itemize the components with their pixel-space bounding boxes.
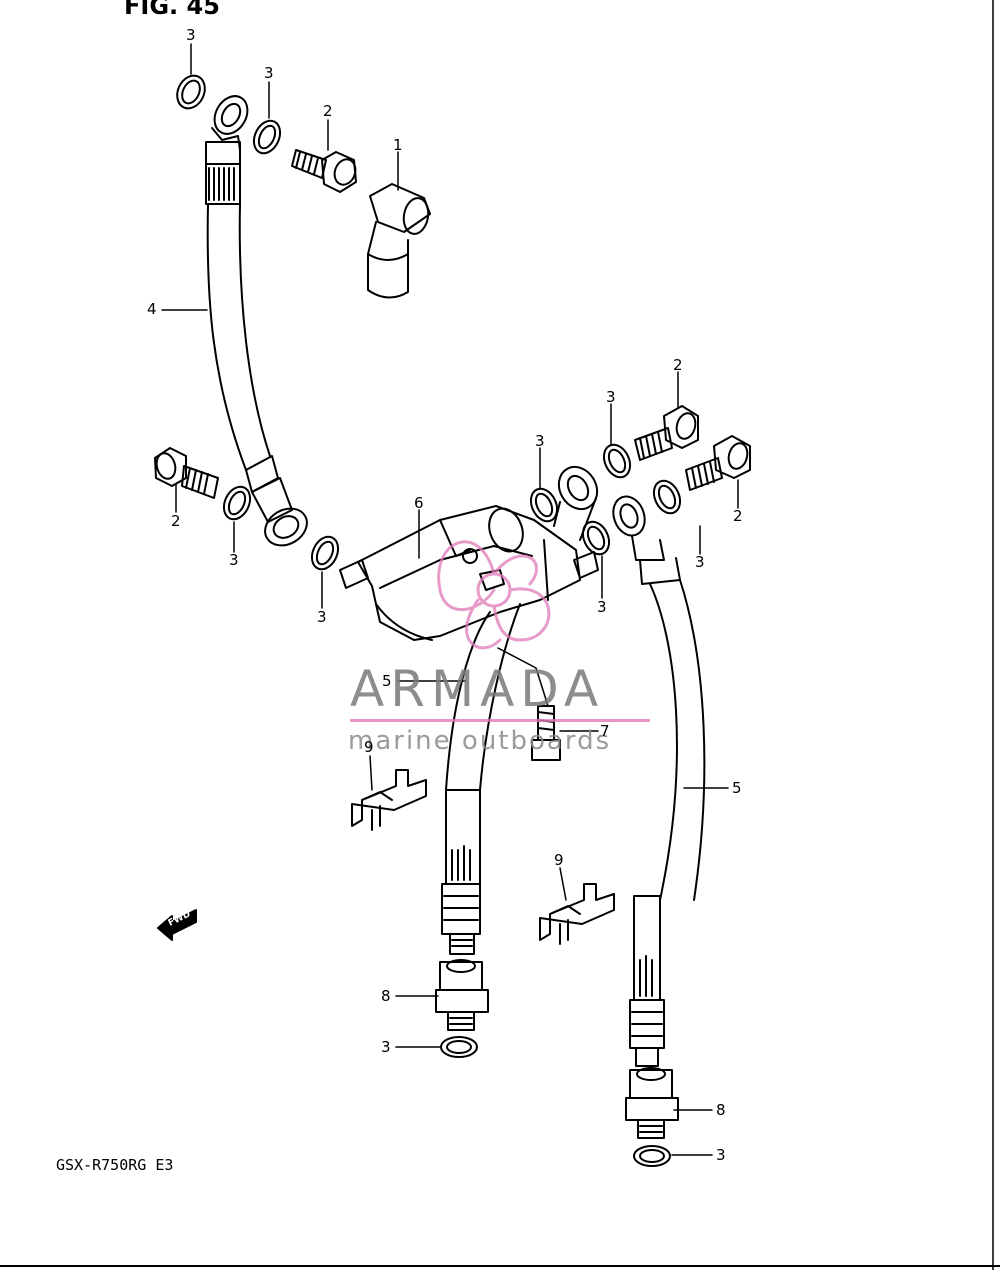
callout-3: 3 (597, 598, 607, 616)
washer-center (529, 487, 559, 523)
washer-top-left (176, 74, 206, 110)
callout-6: 6 (414, 494, 424, 512)
washer-right (652, 479, 682, 515)
brake-hose-4 (205, 95, 308, 547)
hose-fitting-8-right (625, 1067, 679, 1139)
watermark-tagline: marine outboards (348, 726, 612, 756)
watermark-brand: ARMADA (350, 660, 605, 718)
model-code: GSX-R750RG E3 (56, 1156, 174, 1174)
washer-top (252, 119, 282, 155)
callout-9: 9 (364, 738, 374, 756)
callout-2: 2 (323, 102, 333, 120)
brake-hose-5-left (441, 603, 521, 955)
washer-left-mid (222, 485, 252, 521)
washer-right-upper (602, 443, 632, 479)
callout-3: 3 (381, 1038, 391, 1056)
callout-9: 9 (554, 851, 564, 869)
washer-bottom-left (440, 1036, 478, 1058)
hose-clamp-9-right (539, 883, 615, 945)
washer-center-lower (581, 520, 611, 556)
union-bolt-top (291, 149, 357, 193)
callout-3: 3 (229, 551, 239, 569)
cap-part-1 (367, 183, 431, 299)
callout-5: 5 (732, 779, 742, 797)
watermark-underline (350, 719, 650, 722)
hose-clamp-9-left (351, 769, 427, 831)
union-bolt-right-upper (634, 405, 699, 461)
watermark-logo-icon (437, 540, 551, 650)
callout-2: 2 (171, 512, 181, 530)
callout-leader-lines (161, 43, 739, 1156)
callout-8: 8 (716, 1101, 726, 1119)
callout-5: 5 (382, 672, 392, 690)
callout-3: 3 (264, 64, 274, 82)
callout-3: 3 (317, 608, 327, 626)
callout-1: 1 (393, 136, 403, 154)
callout-3: 3 (695, 553, 705, 571)
callout-4: 4 (147, 300, 157, 318)
callout-3: 3 (606, 388, 616, 406)
callout-8: 8 (381, 987, 391, 1005)
callout-3: 3 (716, 1146, 726, 1164)
union-bolt-right (685, 435, 751, 491)
fwd-arrow-icon (157, 909, 197, 941)
callout-3: 3 (186, 26, 196, 44)
callout-3: 3 (535, 432, 545, 450)
washer-left-lower (310, 535, 340, 571)
washer-bottom-right (633, 1145, 671, 1167)
callout-7: 7 (600, 722, 610, 740)
callout-2: 2 (673, 356, 683, 374)
callout-2: 2 (733, 507, 743, 525)
union-bolt-left (154, 447, 219, 499)
three-way-joint-6 (339, 465, 599, 641)
figure-title: FIG. 45 (124, 0, 220, 20)
hose-fitting-8-left (435, 959, 489, 1031)
brake-hose-5-right (612, 495, 706, 1067)
